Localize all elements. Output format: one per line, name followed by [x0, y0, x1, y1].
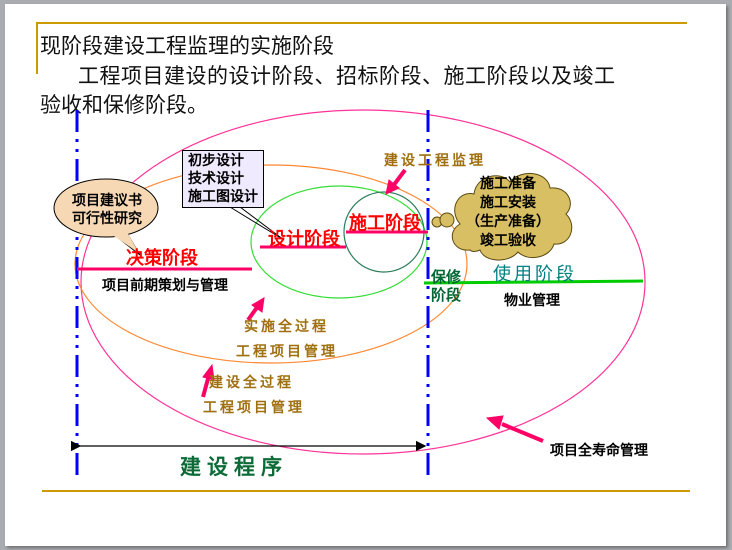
cloud-line-install: 施工安装	[480, 195, 536, 211]
cloud-line-acceptance: 竣工验收	[480, 233, 536, 249]
bubble-line-proposal: 项目建议书	[72, 193, 142, 209]
construction-thought-cloud	[431, 173, 573, 261]
design-stage-preliminary: 初步设计	[188, 153, 244, 169]
usage-phase-label: 使用阶段	[493, 264, 577, 285]
warranty-label-line1: 保修	[431, 268, 462, 286]
design-phase-label: 设计阶段	[268, 229, 340, 250]
supervision-label: 建设工程监理	[384, 153, 486, 169]
body-text-line-2: 验收和保修阶段。	[40, 93, 208, 117]
bottom-rule	[42, 490, 690, 492]
arrow-icon	[201, 363, 215, 398]
arrow-icon	[246, 297, 265, 322]
warranty-label-line2: 阶段	[431, 286, 462, 304]
design-stage-technical: 技术设计	[188, 171, 244, 187]
implementation-ellipse	[250, 185, 428, 299]
construction-process-label-2: 工程项目管理	[203, 400, 305, 416]
decision-management-label: 项目前期策划与管理	[102, 278, 228, 294]
cloud-line-prep: 施工准备	[480, 176, 536, 192]
decision-phase-label: 决策阶段	[126, 248, 198, 269]
lifecycle-ellipse	[80, 109, 646, 455]
body-text-line-1: 工程项目建设的设计阶段、招标阶段、施工阶段以及竣工	[78, 64, 616, 88]
arrow-icon	[485, 415, 544, 443]
construction-process-ellipse	[74, 164, 468, 364]
construction-phase-label: 施工阶段	[349, 213, 421, 234]
bubble-line-feasibility: 可行性研究	[72, 211, 142, 227]
implementation-process-label-1: 实施全过程	[244, 319, 329, 335]
implementation-process-label-2: 工程项目管理	[236, 344, 338, 360]
design-stage-construction-drawing: 施工图设计	[188, 189, 258, 205]
cloud-line-production-prep: （生产准备）	[466, 214, 550, 230]
construction-cloud-text: 施工准备 施工安装 （生产准备） 竣工验收	[460, 175, 556, 251]
decision-bubble-text: 项目建议书 可行性研究	[64, 192, 150, 228]
lifecycle-management-label: 项目全寿命管理	[550, 443, 648, 459]
construction-process-label-1: 建设全过程	[209, 375, 294, 391]
design-box-pointer	[239, 206, 285, 241]
arrow-icon	[385, 168, 407, 195]
slide-title: 现阶段建设工程监理的实施阶段	[40, 34, 334, 58]
warranty-phase-label: 保修 阶段	[431, 268, 461, 304]
design-box-pointer	[229, 206, 285, 241]
usage-phase-bar	[423, 279, 644, 285]
property-management-label: 物业管理	[504, 293, 560, 309]
slide	[5, 4, 726, 546]
decision-callout-bubble	[53, 178, 159, 256]
title-frame-left-rule	[36, 22, 38, 74]
design-stages-box: 初步设计 技术设计 施工图设计	[182, 150, 264, 208]
construction-procedure-label: 建设程序	[180, 454, 288, 479]
title-frame-top-rule	[36, 22, 687, 24]
